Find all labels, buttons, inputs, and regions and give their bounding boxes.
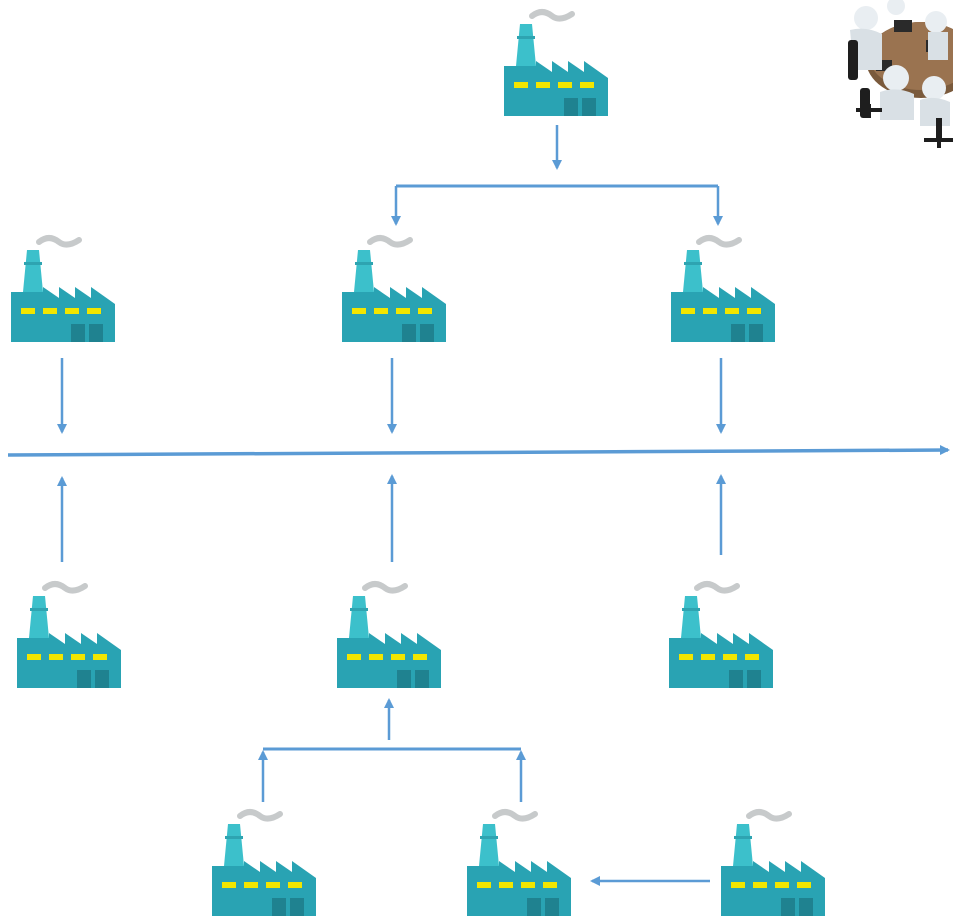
factory-bottom-left <box>210 806 318 916</box>
factory-lower-middle <box>335 578 443 688</box>
factory-icon <box>337 581 441 688</box>
factory-icon <box>11 235 115 342</box>
factory-icon <box>17 581 121 688</box>
factory-lower-left <box>15 578 123 688</box>
factory-top <box>502 6 610 116</box>
factory-icon <box>721 809 825 916</box>
meeting-table-icon <box>848 0 953 148</box>
factory-icon <box>671 235 775 342</box>
factory-icon <box>212 809 316 916</box>
factory-bottom-middle <box>465 806 573 916</box>
factory-icon <box>467 809 571 916</box>
meeting-table <box>836 0 953 150</box>
factory-bottom-right <box>719 806 827 916</box>
factory-icon <box>504 9 608 116</box>
factory-lower-right <box>667 578 775 688</box>
main-flow-line <box>7 445 950 457</box>
factory-upper-middle <box>340 232 448 342</box>
factory-icon <box>669 581 773 688</box>
factory-icon <box>342 235 446 342</box>
factory-upper-left <box>9 232 117 342</box>
factory-upper-right <box>669 232 777 342</box>
